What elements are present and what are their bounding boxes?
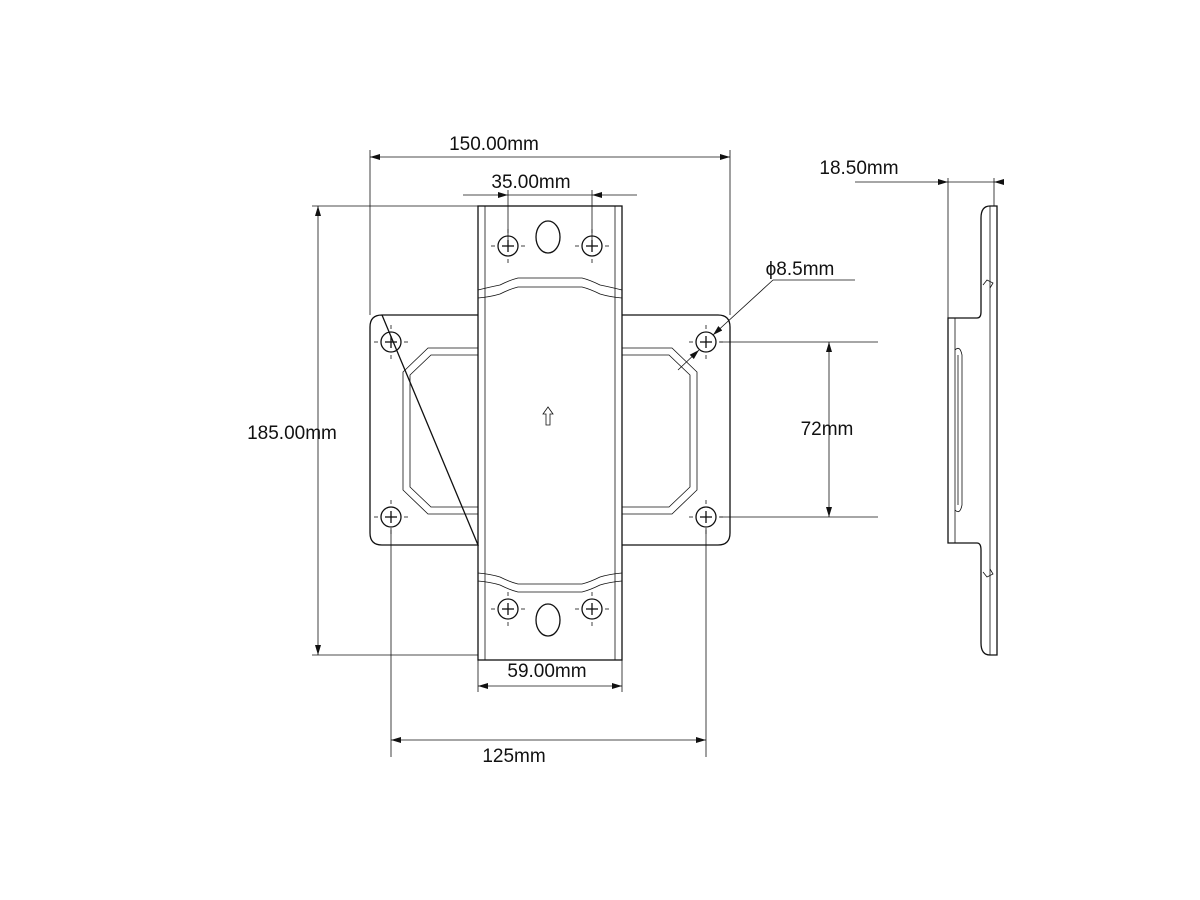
label-depth: 18.50mm [819, 158, 898, 179]
label-top-hole-spacing: 35.00mm [491, 172, 570, 193]
label-hole-diameter: ϕ8.5mm [766, 259, 835, 280]
front-view [369, 205, 731, 661]
mounting-hole [689, 500, 723, 534]
right-emboss [622, 347, 698, 515]
top-slot [535, 220, 561, 254]
side-view [947, 205, 998, 656]
top-bend [477, 277, 623, 299]
mounting-hole [491, 592, 525, 626]
horizontal-plate [369, 314, 731, 546]
left-emboss [402, 347, 478, 515]
mounting-hole [374, 325, 408, 359]
mounting-hole [374, 500, 408, 534]
label-strip-width: 59.00mm [507, 661, 586, 682]
label-overall-height: 185.00mm [247, 423, 337, 444]
mounting-hole [689, 325, 723, 359]
up-arrow-icon [542, 406, 554, 426]
label-vesa-vertical: 72mm [801, 419, 854, 440]
label-vesa-horizontal: 125mm [482, 746, 545, 767]
vertical-strip [477, 205, 623, 661]
mounting-hole [575, 592, 609, 626]
bottom-bend [477, 572, 623, 593]
mounting-holes [374, 229, 723, 626]
label-overall-width: 150.00mm [449, 134, 539, 155]
dimension-labels: 150.00mm 35.00mm 185.00mm 59.00mm 125mm … [247, 134, 898, 767]
dimension-lines [312, 150, 1004, 757]
bottom-slot [535, 603, 561, 637]
